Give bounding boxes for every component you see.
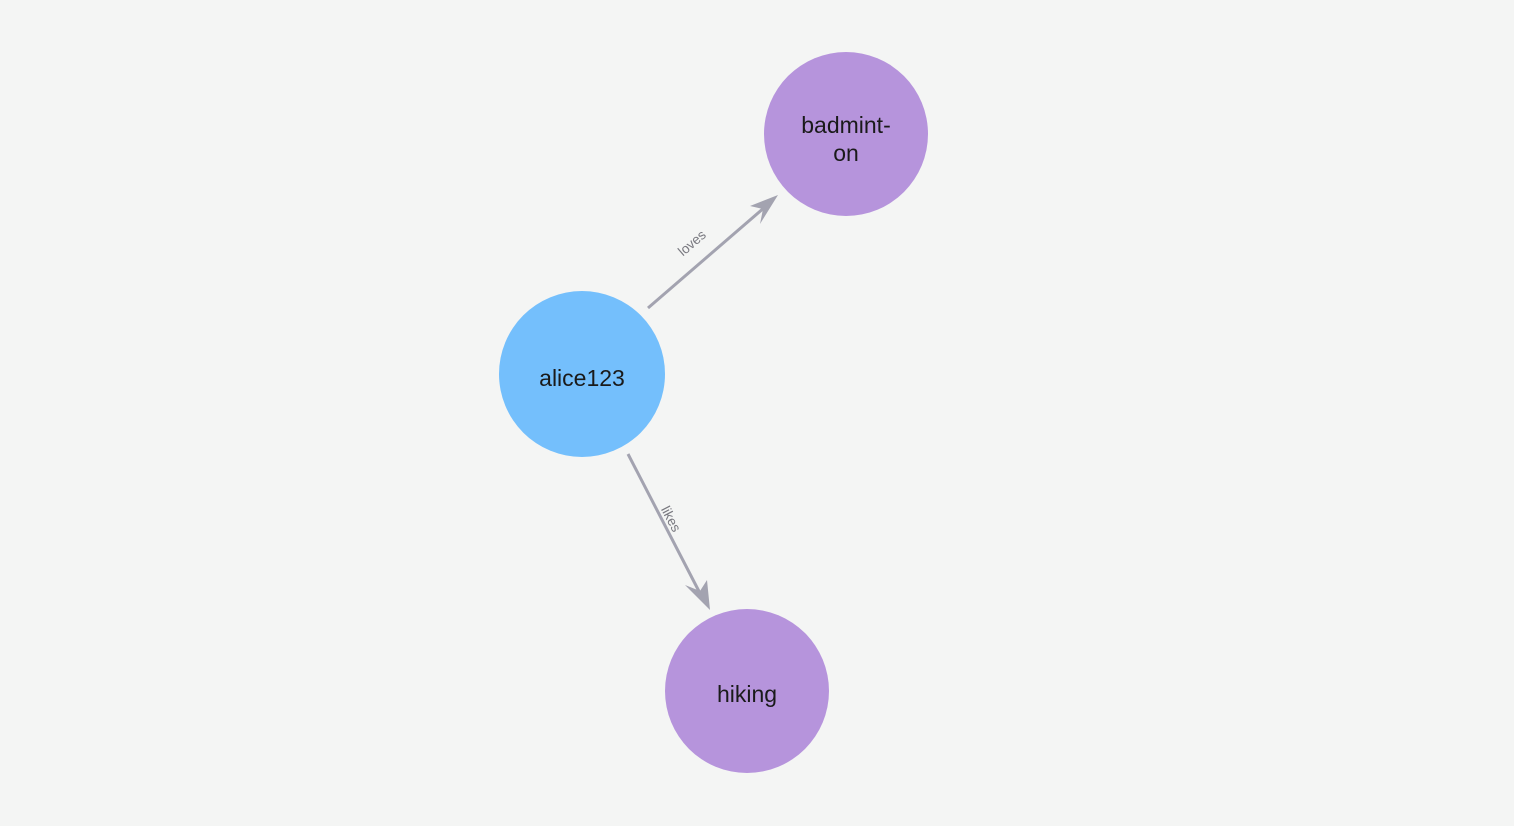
node-circle[interactable] <box>764 52 928 216</box>
arrowhead-icon <box>750 195 778 224</box>
node-circle[interactable] <box>665 609 829 773</box>
graph-node-badminton[interactable]: badmint- on <box>764 52 928 216</box>
graph-node-alice123[interactable]: alice123 <box>499 291 665 457</box>
edge-line <box>626 453 706 602</box>
graph-node-hiking[interactable]: hiking <box>665 609 829 773</box>
edge-line <box>647 199 773 310</box>
arrowhead-icon <box>685 580 710 610</box>
node-circle[interactable] <box>499 291 665 457</box>
edge-label: loves <box>675 227 709 259</box>
edge-alice123-loves-badminton[interactable]: loves <box>647 195 778 310</box>
edge-alice123-likes-hiking[interactable]: likes <box>626 453 710 610</box>
